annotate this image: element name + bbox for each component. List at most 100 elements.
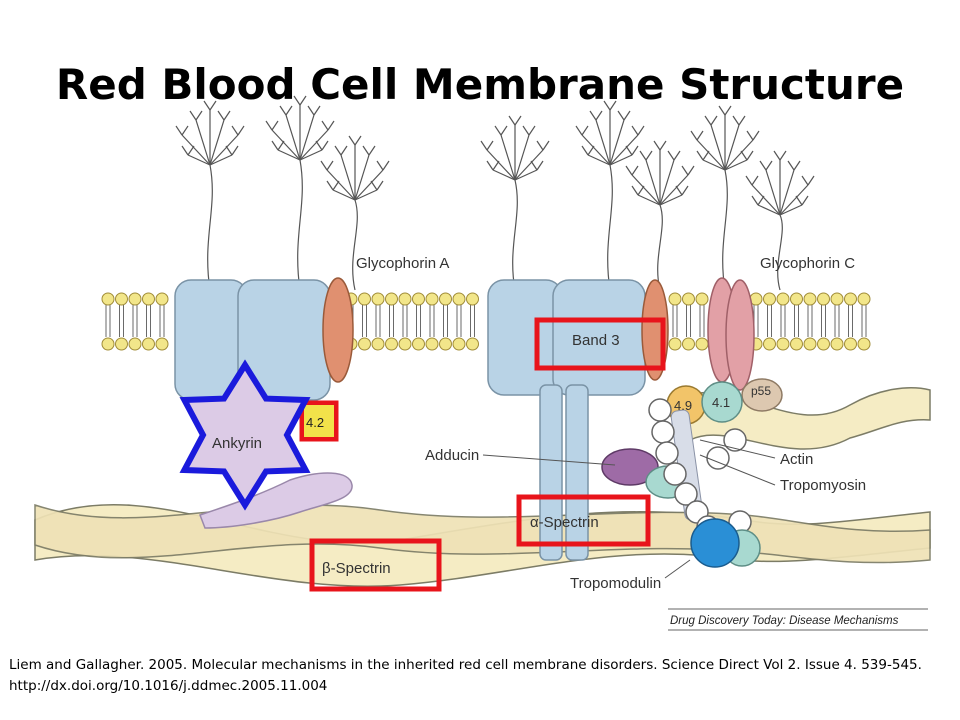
- label-ankyrin: Ankyrin: [212, 435, 262, 452]
- glycan-branch: [209, 134, 239, 166]
- ankyrin-star-highlight: [179, 359, 311, 511]
- glycan-twig: [370, 180, 378, 191]
- lipid-head: [817, 337, 830, 351]
- glycan-twig: [508, 115, 516, 126]
- glycan-branch: [724, 139, 754, 171]
- glycan-twig: [326, 160, 334, 171]
- highlight-boxes: [299, 317, 666, 592]
- protein-4-1: [701, 381, 743, 423]
- glycan-branch: [659, 174, 689, 206]
- lipid-head: [155, 292, 169, 306]
- glycan-branch: [271, 129, 301, 161]
- glycan-twig: [187, 145, 195, 156]
- glycan-twig: [673, 150, 681, 161]
- lipid-head: [817, 292, 830, 306]
- glycan-twig: [653, 140, 661, 151]
- glycan-stem: [352, 199, 358, 291]
- glycan-twig: [321, 140, 329, 151]
- glycan-twig: [271, 120, 279, 131]
- lipid-head: [115, 292, 128, 306]
- lipid-head: [412, 292, 425, 306]
- lipid-head: [371, 292, 385, 306]
- lipid-head: [776, 292, 790, 306]
- glycan-twig: [225, 145, 233, 156]
- glycan-twig: [321, 120, 329, 131]
- lipid-head: [790, 292, 803, 306]
- glycan-twig: [181, 145, 189, 156]
- glycan-twig: [277, 140, 285, 151]
- glycan-branch: [609, 119, 625, 166]
- glycan-twig: [209, 100, 217, 111]
- glycan-branch: [209, 154, 233, 166]
- glycan-twig: [354, 135, 362, 146]
- glycan-branch: [195, 119, 211, 166]
- lipid-head: [695, 292, 709, 306]
- glycan-twig: [581, 125, 589, 136]
- glycan-twig: [271, 140, 279, 151]
- glycan-branch: [637, 194, 661, 206]
- glycan-twig: [696, 150, 704, 161]
- glycan-branch: [299, 149, 323, 161]
- glycan-twig: [348, 135, 356, 146]
- slide-title: Red Blood Cell Membrane Structure: [55, 60, 905, 109]
- glycan-branch: [181, 134, 211, 166]
- lipid-head: [439, 292, 452, 306]
- lipid-head: [763, 337, 776, 351]
- glycan-twig: [631, 185, 639, 196]
- actin-bead: [655, 441, 679, 465]
- glycan-twig: [326, 180, 334, 191]
- glycan-branch: [277, 149, 301, 161]
- glycan-twig: [681, 165, 689, 176]
- lipid-head: [682, 292, 695, 306]
- lipid-head: [803, 337, 817, 351]
- glycan-twig: [718, 105, 726, 116]
- glycan-branch: [514, 149, 544, 181]
- lipid-head: [668, 337, 682, 351]
- glycan-twig: [486, 160, 494, 171]
- glycan-twig: [740, 150, 748, 161]
- glycan-twig: [307, 105, 315, 116]
- glycan-branch: [514, 134, 530, 181]
- glycan-twig: [195, 110, 203, 121]
- band3-left: [174, 279, 331, 401]
- glycan-branch: [492, 169, 516, 181]
- glycan-twig: [514, 115, 522, 126]
- label-4-9: 4.9: [674, 398, 692, 413]
- ankyrin-base: [199, 472, 353, 529]
- glycan-twig: [631, 165, 639, 176]
- label-alpha-spectrin: α-Spectrin: [530, 514, 599, 531]
- glycan-twig: [486, 140, 494, 151]
- glycan-twig: [702, 150, 710, 161]
- glycan-branch: [702, 159, 726, 171]
- glycan-twig: [315, 140, 323, 151]
- glycan-twig: [542, 140, 550, 151]
- glycan-branch: [332, 189, 356, 201]
- glycan-twig: [382, 160, 390, 171]
- lipid-head: [425, 292, 439, 306]
- glycophorin-a: [322, 277, 354, 383]
- glycan-twig: [575, 125, 583, 136]
- glycan-twig: [376, 160, 384, 171]
- lipid-head: [452, 292, 466, 306]
- protein-4-2-fill: [304, 405, 334, 437]
- label-p55: p55: [751, 384, 771, 398]
- glycan-twig: [530, 160, 538, 171]
- glycan-branch: [631, 174, 661, 206]
- lipid-head: [128, 337, 142, 351]
- glycan-twig: [793, 160, 801, 171]
- glycan-twig: [175, 125, 183, 136]
- glycan-twig: [675, 185, 683, 196]
- glycan-twig: [362, 145, 370, 156]
- glycan-twig: [581, 145, 589, 156]
- lipid-head: [128, 292, 142, 306]
- lipid-head: [155, 337, 169, 351]
- lipid-head: [452, 337, 466, 351]
- glycan-branch: [710, 124, 726, 171]
- lipid-head: [101, 337, 115, 351]
- actin-bead: [663, 462, 687, 486]
- glycan-twig: [738, 115, 746, 126]
- glycan-branch: [659, 159, 675, 206]
- glycan-twig: [299, 95, 307, 106]
- glycan-twig: [587, 145, 595, 156]
- glycan-twig: [639, 150, 647, 161]
